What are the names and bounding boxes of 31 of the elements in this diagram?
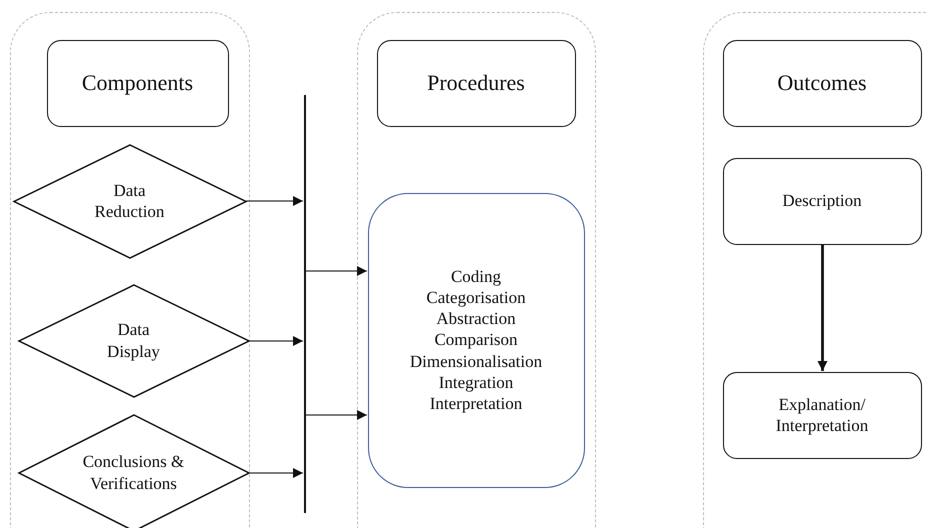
list-item: Comparison [434,329,518,351]
list-item: Abstraction [436,308,516,330]
list-item: Coding [450,266,502,287]
node-label: Data Reduction [94,180,166,222]
list-item: Categorisation [426,286,526,308]
arrow [248,336,304,346]
list-item: Dimensionalisation [410,350,542,372]
header-box [722,40,922,126]
rounded-box [722,372,922,458]
node-label: Conclusions & Verifications [82,451,186,494]
node-label: Data Display [106,319,161,362]
arrow [248,468,304,478]
node-label: Description [782,190,862,212]
header-box [46,40,228,126]
dashed-column-panel [703,12,928,528]
arrow [306,266,368,276]
arrow [246,196,304,206]
procedures-box [368,192,584,488]
header-box [376,40,576,126]
list-item: Interpretation [430,393,522,414]
heading-label: Outcomes [777,69,867,97]
rounded-box [722,158,922,244]
list-item: Integration [438,372,514,394]
arrow [306,410,368,420]
arrow [818,245,828,371]
dashed-column-panel [357,12,596,528]
heading-label: Components [82,69,194,97]
node-label: Explanation/ Interpretation [774,394,870,436]
dashed-column-panel [10,12,250,528]
heading-label: Procedures [427,69,525,97]
vertical-bus-line [304,95,306,513]
